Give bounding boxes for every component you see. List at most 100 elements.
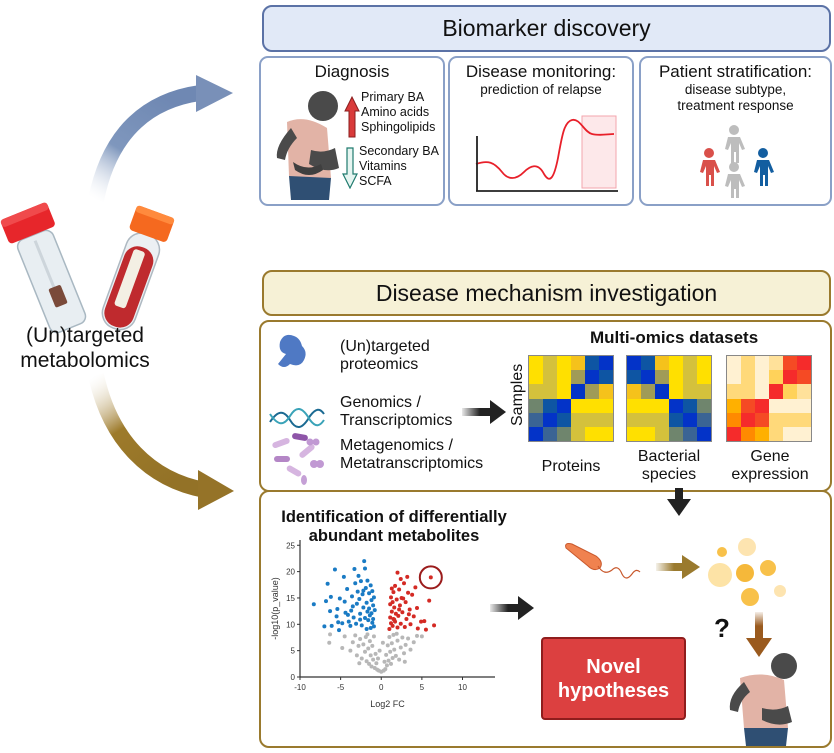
data-point-down-regulated <box>340 621 345 626</box>
monitoring-subtitle: prediction of relapse <box>480 82 602 97</box>
data-point-not-significant <box>408 647 413 652</box>
heatmap-cell <box>627 356 641 371</box>
data-point-not-significant <box>368 653 373 658</box>
data-point-up-regulated <box>387 627 392 632</box>
patient-abdominal-pain-icon <box>276 91 339 200</box>
blood-sample-tube-icon <box>101 205 175 331</box>
data-point-not-significant <box>403 642 408 647</box>
heatmap-cell <box>697 384 711 399</box>
heatmap-proteins <box>528 355 614 442</box>
heatmap-cell <box>641 398 655 413</box>
heatmap-cell <box>669 398 683 413</box>
data-point-down-regulated <box>332 567 337 572</box>
data-point-not-significant <box>393 653 398 658</box>
heatmap-cell <box>669 370 683 385</box>
x-tick-label: 5 <box>420 683 425 692</box>
omics-icons <box>269 334 325 485</box>
x-tick-label: 10 <box>458 683 467 692</box>
heatmap-cell <box>727 412 741 427</box>
heatmap-cell <box>641 356 655 371</box>
data-point-not-significant <box>402 659 407 664</box>
data-point-not-significant <box>365 632 370 637</box>
data-point-down-regulated <box>359 623 364 628</box>
data-point-not-significant <box>369 664 374 669</box>
heatmap-cell <box>529 356 543 371</box>
data-point-down-regulated <box>371 617 376 622</box>
heatmap-cell <box>697 426 711 441</box>
data-point-up-regulated <box>396 613 401 618</box>
y-tick-label: 5 <box>291 647 296 656</box>
data-point-down-regulated <box>341 574 346 579</box>
heatmap-cell <box>655 384 669 399</box>
heatmap-cell <box>599 412 613 427</box>
metabolomics-label: (Un)targeted metabolomics <box>0 323 170 373</box>
data-point-not-significant <box>406 636 411 641</box>
heatmap-cell <box>655 398 669 413</box>
arrow-down-icon <box>667 488 691 516</box>
heatmap-cell <box>599 398 613 413</box>
heatmap-cell <box>543 370 557 385</box>
marker-down: SCFA <box>359 174 392 188</box>
heatmap-cell <box>599 370 613 385</box>
data-point-down-regulated <box>329 623 334 628</box>
data-point-up-regulated <box>402 624 407 629</box>
data-point-not-significant <box>327 640 332 645</box>
data-point-up-regulated <box>394 597 399 602</box>
decrease-arrow-icon <box>342 147 358 189</box>
heatmap-cell <box>727 398 741 413</box>
heatmap-cell <box>529 384 543 399</box>
diagnosis-panel: Diagnosis Primary BA Amino acids Sphingo… <box>259 56 445 206</box>
heatmap-cell <box>741 384 755 399</box>
heatmap-cell <box>727 370 741 385</box>
data-point-down-regulated <box>364 600 369 605</box>
heatmap-cell <box>769 398 783 413</box>
data-point-up-regulated <box>400 610 405 615</box>
data-point-up-regulated <box>398 621 403 626</box>
data-point-down-regulated <box>351 615 356 620</box>
data-point-not-significant <box>371 634 376 639</box>
data-point-down-regulated <box>353 581 358 586</box>
heatmap-cell <box>543 398 557 413</box>
x-tick-label: 0 <box>379 683 384 692</box>
disease-mechanism-title: Disease mechanism investigation <box>375 279 718 306</box>
data-point-down-regulated <box>371 624 376 629</box>
heatmap-cell <box>755 412 769 427</box>
heatmap-cell <box>741 426 755 441</box>
marker-down: Vitamins <box>359 159 407 173</box>
heatmap-cell <box>769 356 783 371</box>
volcano-title: Identification of differentially abundan… <box>274 508 514 546</box>
data-point-down-regulated <box>361 605 366 610</box>
data-point-up-regulated <box>432 623 437 628</box>
heatmap-cell <box>571 398 585 413</box>
marker-up: Primary BA <box>361 90 425 104</box>
increase-arrow-icon <box>344 96 360 138</box>
data-point-not-significant <box>377 648 382 653</box>
heatmap-cell <box>557 398 571 413</box>
data-point-not-significant <box>389 641 394 646</box>
arrow-right-icon <box>490 596 534 620</box>
data-point-not-significant <box>415 633 419 638</box>
data-point-up-regulated <box>413 585 418 590</box>
heatmap-cell <box>697 370 711 385</box>
data-point-up-regulated <box>395 570 400 575</box>
data-point-up-regulated <box>390 623 395 628</box>
data-point-up-regulated <box>401 596 406 601</box>
data-point-down-regulated <box>354 601 359 606</box>
heatmap-cell <box>669 384 683 399</box>
dna-icon <box>269 408 325 428</box>
data-point-not-significant <box>366 646 371 651</box>
data-point-not-significant <box>390 656 395 661</box>
data-point-not-significant <box>350 640 355 645</box>
heatmap-cell <box>571 370 585 385</box>
heatmap-cell <box>571 426 585 441</box>
data-point-not-significant <box>367 639 372 644</box>
data-point-down-regulated <box>361 588 366 593</box>
heatmap-bacterial-species <box>626 355 712 442</box>
y-tick-label: 25 <box>286 541 295 550</box>
data-point-down-regulated <box>372 608 377 613</box>
data-point-not-significant <box>370 643 375 648</box>
data-point-not-significant <box>387 634 392 639</box>
novel-hypotheses-line1: Novel <box>586 655 641 678</box>
data-point-down-regulated <box>322 624 327 629</box>
